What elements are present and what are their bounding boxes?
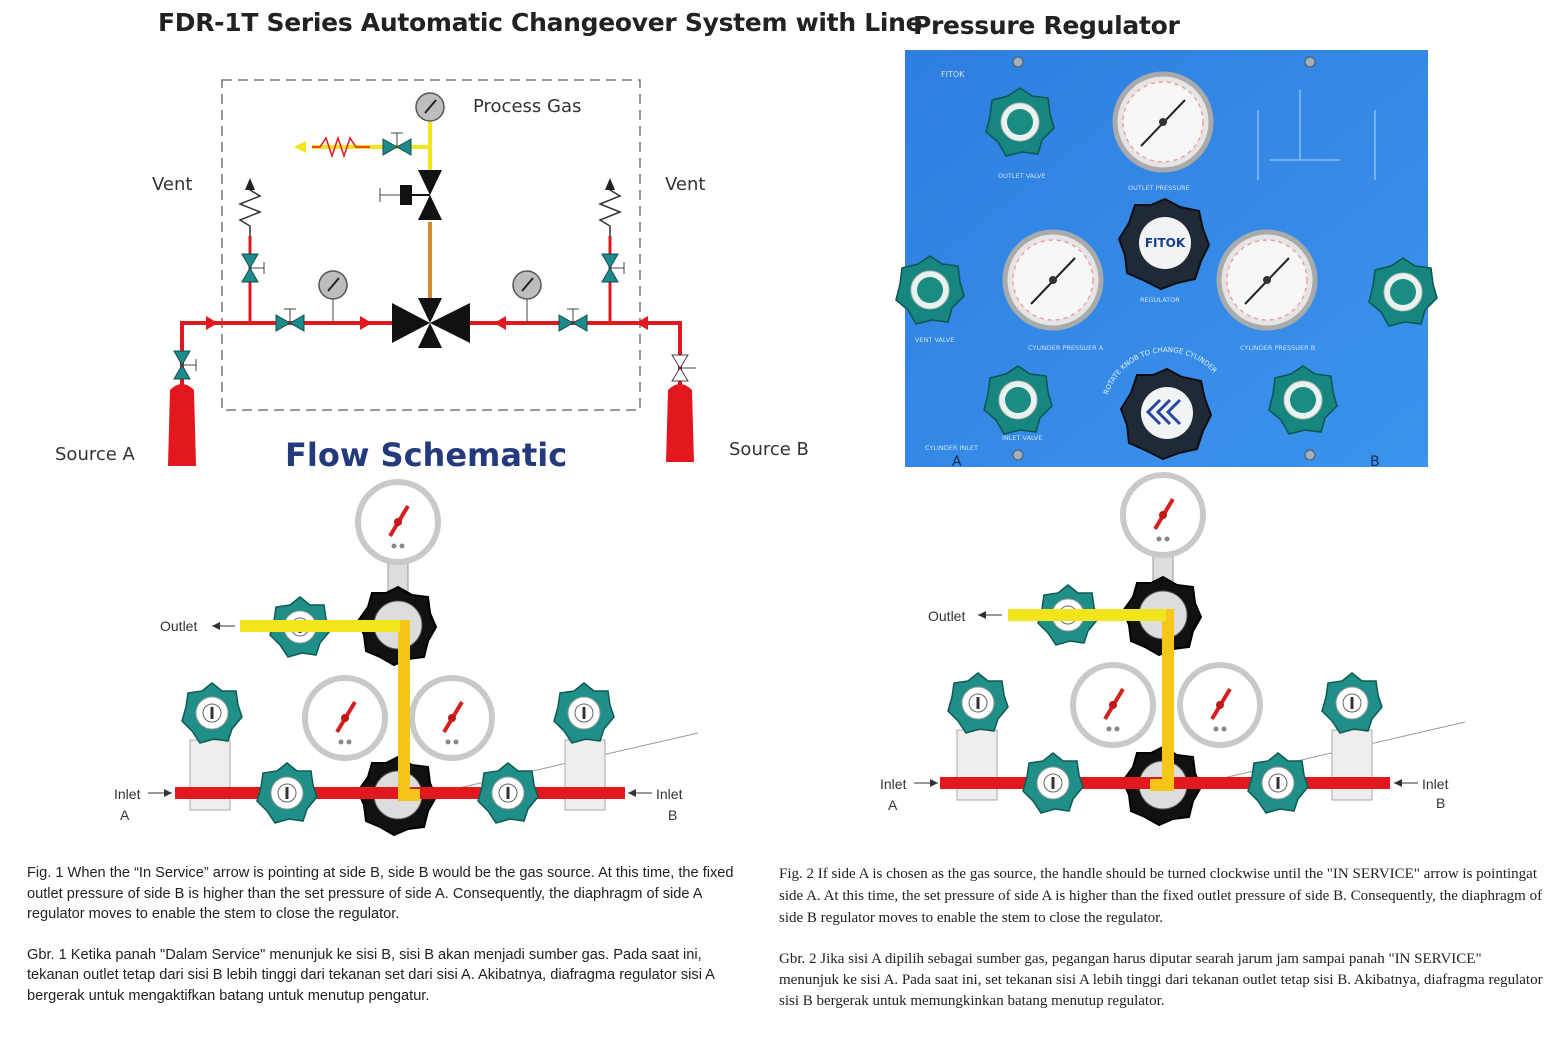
source-a-label: Source A <box>55 444 136 465</box>
inlet-valve-b <box>476 761 540 825</box>
vent-line-right <box>597 178 625 323</box>
outlet-gauge-icon <box>415 92 445 122</box>
cylinder-pressure-gauge-b <box>1219 232 1315 328</box>
pressure-gauge-icon <box>512 270 542 300</box>
inlet-valve-a <box>255 761 319 825</box>
cylinder-gauge-b <box>412 678 492 758</box>
inlet-right-label: Inlet <box>1422 776 1449 792</box>
fig1-caption-en: Fig. 1 When the “In Service” arrow is po… <box>27 865 734 922</box>
side-left-label: A <box>888 797 898 813</box>
fig1-caption: Fig. 1 When the “In Service” arrow is po… <box>27 863 747 1026</box>
cylinder-gauge-b <box>1180 665 1260 745</box>
fig2-illustration: Outlet Inlet A Inlet B <box>880 475 1466 826</box>
side-left-label: A <box>120 807 130 823</box>
cylinder-pressure-a-label: CYLINDER PRESSUER A <box>1028 344 1104 352</box>
changeover-knob[interactable] <box>1120 368 1212 460</box>
vent-valve-b <box>552 681 616 745</box>
vent-valve-icon <box>601 253 625 283</box>
inlet-right-label: Inlet <box>656 786 683 802</box>
outlet-label: Outlet <box>160 618 197 634</box>
cylinder-a <box>168 350 197 466</box>
cylinder-gauge-a <box>1073 665 1153 745</box>
side-b-label: B <box>1370 454 1380 470</box>
panel-boundary-dashed <box>221 79 641 411</box>
outlet-pressure-gauge <box>1115 74 1211 170</box>
vent-valve-icon <box>241 253 265 283</box>
inlet-left-label: Inlet <box>880 776 907 792</box>
inlet-valve-label: INLET VALVE <box>1002 434 1042 442</box>
vent-line-left <box>237 178 265 323</box>
cylinder-pressure-gauge-a <box>1005 232 1101 328</box>
right-title: Pressure Regulator <box>913 11 1180 40</box>
regulator-knob-brand: FITOK <box>1145 236 1186 250</box>
side-right-label: B <box>668 807 677 823</box>
outlet-valve-label: OUTLET VALVE <box>998 172 1046 180</box>
outlet-gauge <box>358 482 438 562</box>
fig2-caption: Fig. 2 If side A is chosen as the gas so… <box>779 863 1544 1032</box>
vent-valve-a <box>180 681 244 745</box>
inlet-valve-a <box>1021 751 1085 815</box>
panel-flow-diagram <box>1257 90 1376 180</box>
source-b-label: Source B <box>729 439 809 460</box>
inlet-valve-b-icon <box>558 308 588 332</box>
panel-brand: FITOK <box>941 70 965 79</box>
side-a-label: A <box>952 454 962 470</box>
inlet-valve-a-icon <box>275 308 305 332</box>
outlet-pressure-label: OUTLET PRESSURE <box>1128 184 1190 192</box>
fig2-caption-id: Gbr. 2 Jika sisi A dipilih sebagai sumbe… <box>779 951 1543 1009</box>
vent-left-label: Vent <box>152 174 192 195</box>
panel-photo: FITOK OUTLET VALVE OUTLET PRESSURE FITOK… <box>895 50 1438 470</box>
outlet-label: Outlet <box>928 608 965 624</box>
fig1-caption-id: Gbr. 1 Ketika panah "Dalam Service" menu… <box>27 946 715 1004</box>
process-gas-label: Process Gas <box>473 96 581 117</box>
inlet-valve-b <box>1246 751 1310 815</box>
vent-valve-b <box>1320 671 1384 735</box>
inlet-line-a <box>180 321 392 390</box>
pressure-gauge-icon <box>318 270 348 300</box>
inlet-line-b <box>470 321 682 390</box>
cylinder-b <box>666 354 696 462</box>
inlet-left-label: Inlet <box>114 786 141 802</box>
changeover-valve-icon <box>392 298 470 348</box>
regulator-label: REGULATOR <box>1140 296 1180 304</box>
main-title: FDR-1T Series Automatic Changeover Syste… <box>158 8 923 37</box>
flow-schematic-title: Flow Schematic <box>285 436 567 474</box>
outlet-arrow-icon <box>294 141 306 153</box>
cylinder-pressure-b-label: CYLINDER PRESSUER B <box>1240 344 1315 352</box>
vent-right-label: Vent <box>665 174 705 195</box>
regulator-knob[interactable]: FITOK <box>1118 198 1210 290</box>
vent-valve-label: VENT VALVE <box>915 336 954 344</box>
vent-valve-a <box>946 671 1010 735</box>
cylinder-inlet-label: CYLINDER INLET <box>925 444 978 452</box>
outlet-gauge <box>1123 475 1203 555</box>
cylinder-gauge-a <box>305 678 385 758</box>
outlet-valve-icon <box>382 132 412 156</box>
flow-schematic: Process Gas Vent Vent Source A Source B … <box>55 79 809 474</box>
side-right-label: B <box>1436 795 1445 811</box>
fig2-caption-en: Fig. 2 If side A is chosen as the gas so… <box>779 866 1543 926</box>
fig1-illustration: Outlet Inlet A Inlet B <box>114 482 699 836</box>
